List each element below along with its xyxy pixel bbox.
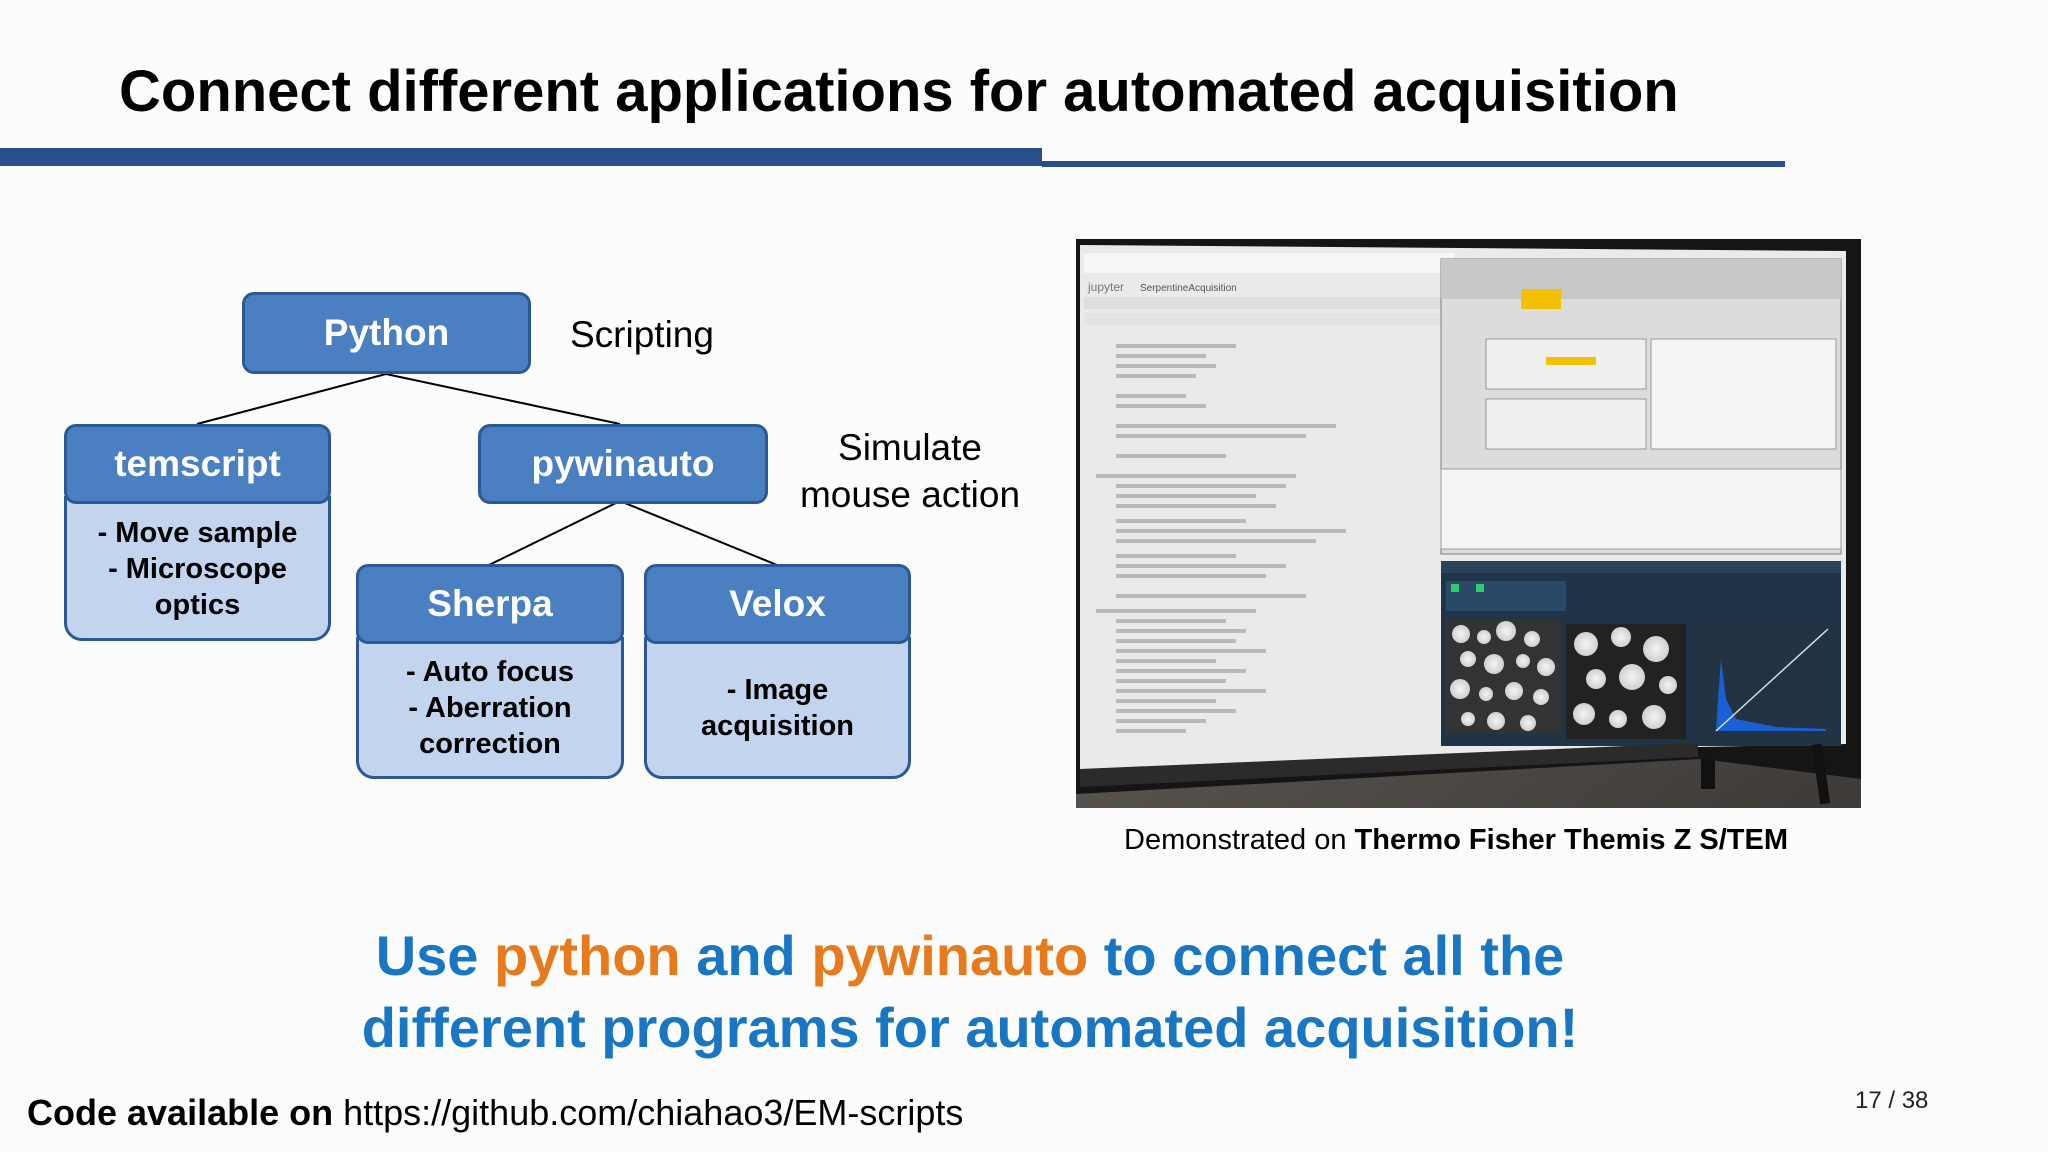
python-node-label: Python [323, 312, 450, 353]
highlight-python: python [494, 924, 681, 987]
temscript-node-label: temscript [114, 443, 281, 484]
slide-title: Connect different applications for autom… [119, 59, 1679, 124]
highlight-text: and [680, 924, 812, 987]
highlight-message: Use python and pywinauto to connect all … [240, 920, 1700, 1064]
velox-item: acquisition [700, 710, 855, 742]
photo-caption: Demonstrated on Thermo Fisher Themis Z S… [1124, 824, 1788, 857]
github-link[interactable]: https://github.com/chiahao3/EM-scripts [343, 1092, 964, 1133]
velox-item: - Image [726, 674, 829, 706]
sherpa-details: - Auto focus - Aberration correction [356, 637, 624, 779]
python-node: Python [242, 292, 531, 374]
monitor-photo-illustration: jupyter SerpentineAcquisition [1076, 239, 1861, 808]
code-availability: Code available on https://github.com/chi… [27, 1092, 963, 1134]
monitor-photo: jupyter SerpentineAcquisition [1076, 239, 1861, 808]
temscript-item: optics [154, 588, 241, 621]
temscript-node: temscript [64, 424, 331, 504]
highlight-pywinauto: pywinauto [811, 924, 1089, 987]
velox-details: - Image acquisition [644, 637, 911, 779]
highlight-text: to connect all the [1088, 924, 1565, 987]
velox-node-label: Velox [729, 583, 826, 624]
mouse-action-line: mouse action [799, 474, 1021, 515]
highlight-text: Use [375, 924, 495, 987]
sherpa-item: - Auto focus [405, 656, 575, 688]
temscript-item: - Microscope [108, 552, 287, 585]
pywinauto-node-label: pywinauto [531, 443, 715, 484]
title-underline-thin [1042, 161, 1785, 167]
scripting-label: Scripting [570, 314, 714, 355]
sherpa-item: correction [419, 728, 561, 760]
jupyter-logo-text: jupyter [1087, 280, 1124, 294]
caption-prefix: Demonstrated on [1124, 824, 1347, 856]
pywinauto-node: pywinauto [478, 424, 768, 504]
sherpa-node: Sherpa [356, 564, 624, 644]
velox-node: Velox [644, 564, 911, 644]
temscript-details: - Move sample - Microscope optics [64, 496, 331, 641]
caption-instrument: Thermo Fisher Themis Z S/TEM [1354, 824, 1788, 856]
notebook-name: SerpentineAcquisition [1140, 283, 1237, 294]
sherpa-node-label: Sherpa [427, 583, 553, 624]
page-number: 17 / 38 [1855, 1087, 1929, 1114]
highlight-line-1: Use python and pywinauto to connect all … [240, 920, 1700, 992]
simulate-mouse-label: Simulate mouse action [795, 424, 1025, 518]
sherpa-item: - Aberration [408, 692, 572, 724]
code-label: Code available on [27, 1092, 334, 1133]
highlight-line-2: different programs for automated acquisi… [361, 996, 1579, 1059]
simulate-line: Simulate [838, 427, 982, 468]
temscript-item: - Move sample [97, 516, 298, 549]
title-underline-thick [0, 148, 1042, 166]
